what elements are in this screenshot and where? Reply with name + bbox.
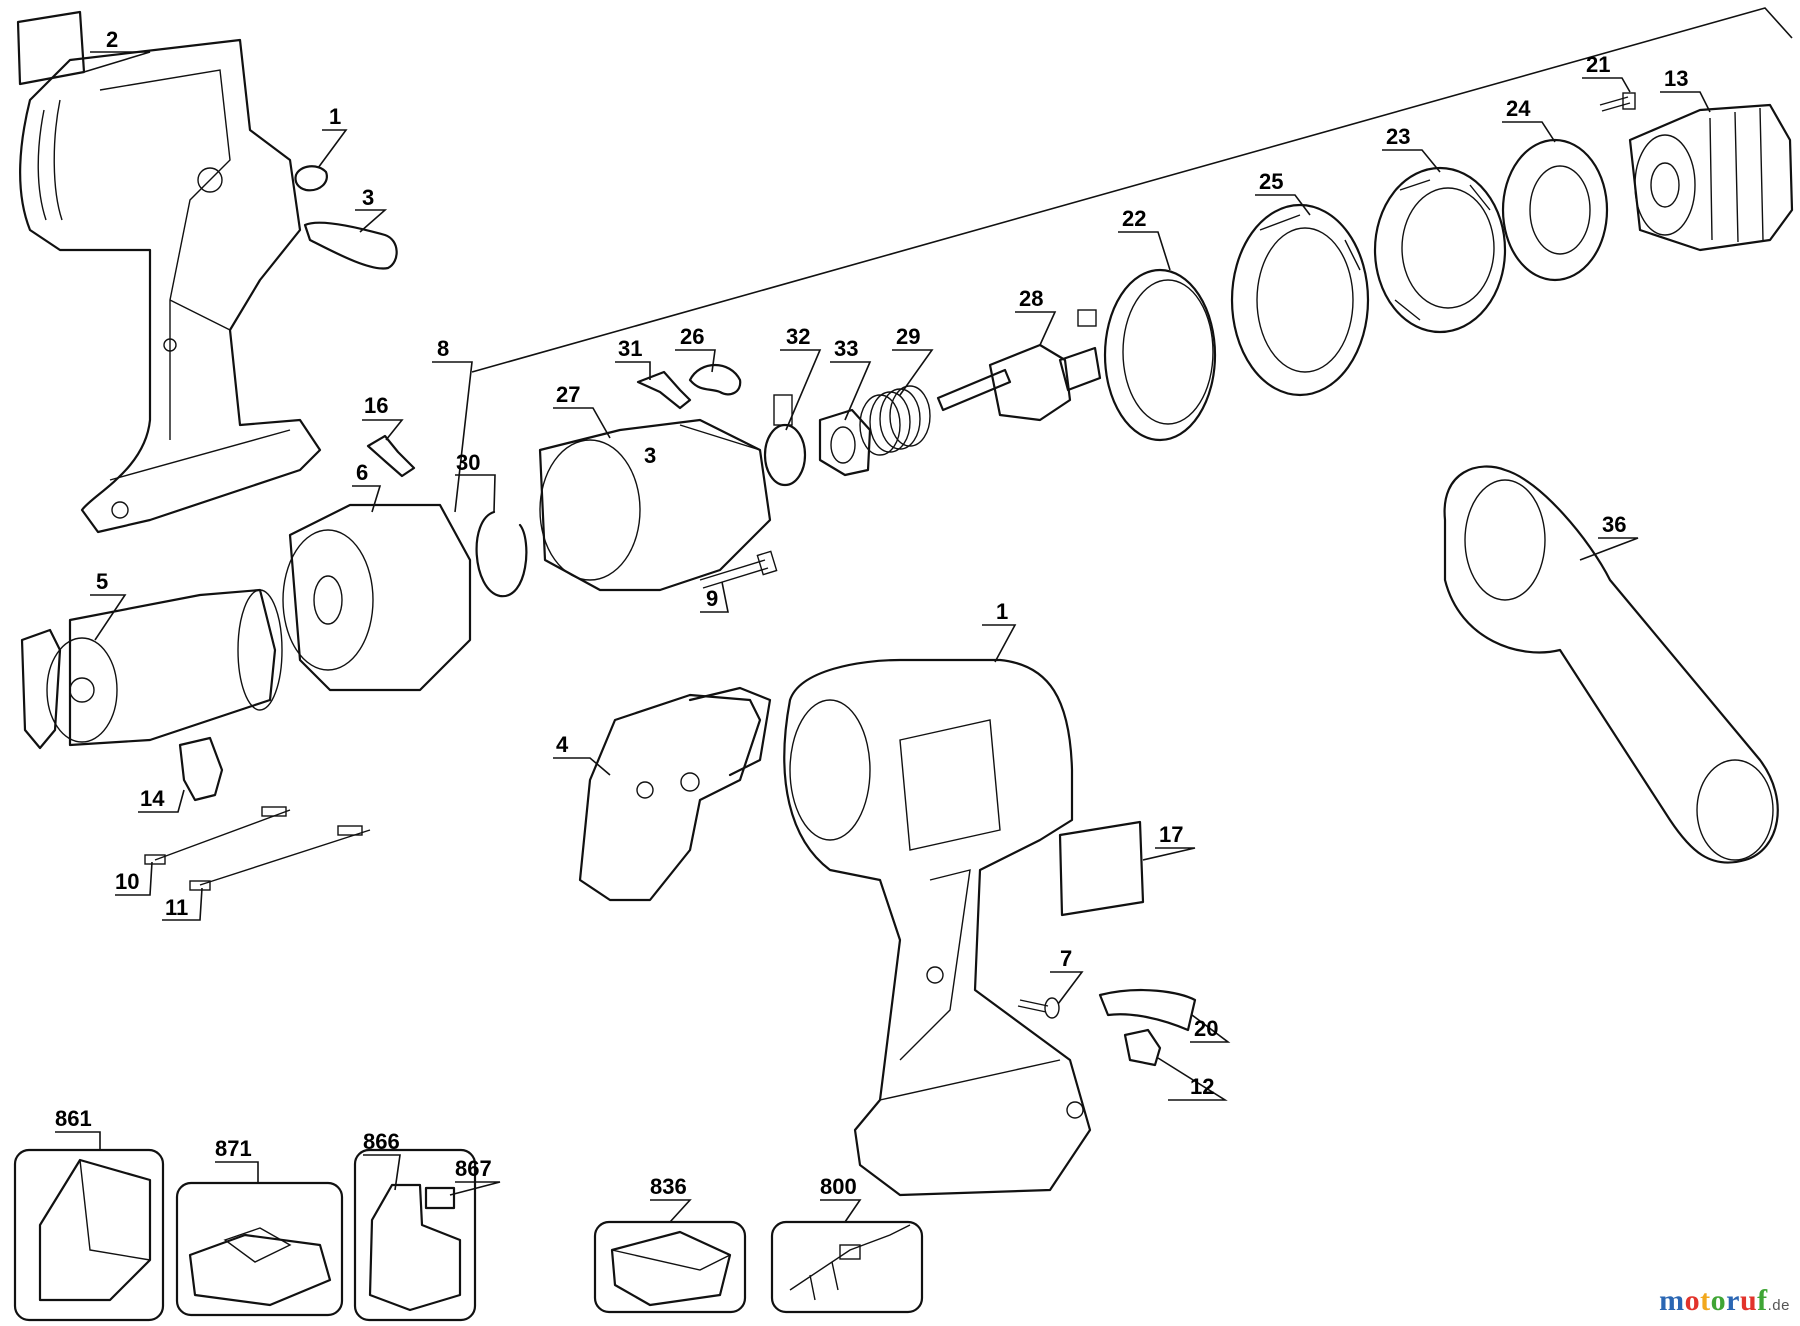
callout-4: 4 [556,732,569,757]
callout-36: 36 [1602,512,1626,537]
callout-30: 30 [456,450,480,475]
callout-5: 5 [96,569,108,594]
callout-14: 14 [140,786,165,811]
part-24-retaining-ring [1501,138,1609,282]
part-1-housing-assembled [783,658,1092,1197]
callout-8: 8 [437,336,449,361]
brand-logo-letter: m [1659,1284,1685,1317]
callout-29: 29 [896,324,920,349]
callout-12: 12 [1190,1074,1214,1099]
brand-logo-letters: motoruf [1659,1284,1768,1317]
callout-1-center: 1 [996,599,1008,624]
part-10-wire-lead [144,806,291,865]
part-11-wire-lead [189,825,371,891]
callout-871: 871 [215,1136,252,1161]
part-housing-half-left [19,38,322,534]
part-27-gear-housing: 3 [538,418,772,592]
part-9-screw [699,550,778,589]
part-23-selector-collar [1373,166,1507,334]
part-861-kit-box [13,1148,165,1322]
callout-17: 17 [1159,822,1183,847]
part-17-label [1058,820,1145,917]
callout-10: 10 [115,869,139,894]
part-3-switch-slide [303,221,398,270]
callout-9: 9 [706,586,718,611]
part-12-clip [1123,1028,1162,1067]
part-871-charger [175,1181,344,1317]
brand-logo-letter: u [1739,1284,1758,1317]
part-5-motor [20,588,283,750]
brand-logo-letter: f [1757,1284,1768,1317]
part-6-gearbox-housing [282,503,472,692]
callout-23: 23 [1386,124,1410,149]
part-20-label-strip [1098,989,1197,1032]
callout-21: 21 [1586,52,1610,77]
part-33-ring-gear [818,408,872,477]
part-32-shift-ring [763,394,807,487]
leader-lines [55,7,1793,1223]
part-836-case-insert [593,1220,747,1314]
brand-logo: motoruf.de [1659,1284,1790,1318]
callout-800: 800 [820,1174,857,1199]
callout-2: 2 [106,27,118,52]
callout-6: 6 [356,460,368,485]
callout-32: 32 [786,324,810,349]
callout-836: 836 [650,1174,687,1199]
callout-7: 7 [1060,946,1072,971]
part-16-clip [366,434,416,478]
part-1-lock-button [294,165,328,192]
callout-1-top: 1 [329,104,341,129]
part-2-label-plate [16,10,86,86]
callout-28: 28 [1019,286,1043,311]
callout-20: 20 [1194,1016,1218,1041]
brand-logo-letter: o [1684,1284,1701,1317]
part-22-collar-ring [1077,268,1217,442]
callout-861: 861 [55,1106,92,1131]
callout-16: 16 [364,393,388,418]
brand-logo-tld: .de [1767,1297,1790,1314]
part-28-spindle [936,343,1102,422]
part-29-coil-spring [859,385,931,456]
callout-3: 3 [362,185,374,210]
part-7-screw [1017,997,1060,1019]
callout-11: 11 [165,895,188,920]
callout-24: 24 [1506,96,1531,121]
part-36-side-handle [1443,465,1779,864]
part-21-screw [1599,92,1636,112]
gear-housing-marking: 3 [644,443,656,468]
callout-27: 27 [556,382,580,407]
callout-33: 33 [834,336,858,361]
part-26-clip [688,364,742,396]
brand-logo-letter: t [1700,1284,1711,1317]
part-13-chuck [1628,103,1794,252]
part-30-wire-spring [475,510,528,598]
part-866-battery-pack [353,1148,477,1322]
part-800-accessory [770,1220,924,1314]
callout-867: 867 [455,1156,492,1181]
callout-31: 31 [618,336,642,361]
callout-25: 25 [1259,169,1283,194]
part-25-clutch-ring [1230,203,1370,397]
part-867-cap [424,1186,456,1210]
callout-numbers: 2 1 3 16 8 6 30 5 14 10 11 31 26 27 32 3… [55,27,1688,1199]
part-4-switch-module [578,686,772,902]
part-31-clip [636,370,692,410]
brand-logo-letter: o [1710,1284,1727,1317]
callout-26: 26 [680,324,704,349]
brand-logo-letter: r [1726,1284,1740,1317]
callout-13: 13 [1664,66,1688,91]
part-14-brush-holder [178,736,224,802]
callout-22: 22 [1122,206,1146,231]
callout-866: 866 [363,1129,400,1154]
